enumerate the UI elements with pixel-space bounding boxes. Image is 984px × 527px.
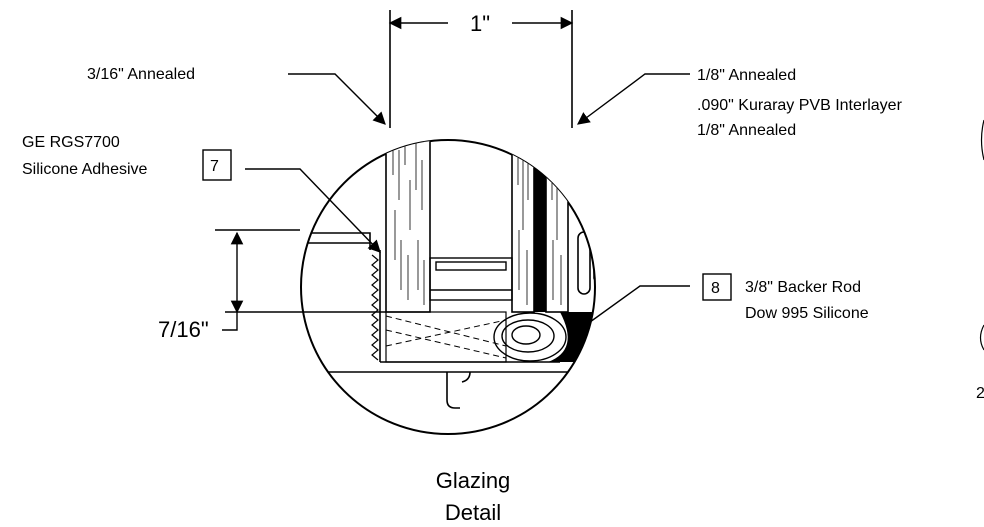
title-line-2: Detail — [445, 500, 501, 525]
backer-rod — [493, 312, 567, 362]
backer-tag-box — [702, 273, 732, 301]
outer-lite-label: 3/16" Annealed — [87, 66, 195, 83]
edge-fragment-text: 2 — [976, 385, 984, 402]
backer-tag: 8 — [711, 280, 720, 297]
height-dimension: 7/16" — [158, 229, 386, 342]
title-line-1: Glazing — [436, 468, 511, 493]
adhesive-tag-box — [202, 149, 232, 181]
width-dimension: 1" — [388, 10, 574, 128]
detail-circle — [300, 139, 596, 435]
interlayer-label: .090" Kuraray PVB Interlayer — [697, 97, 903, 114]
adhesive-label-1: GE RGS7700 — [22, 134, 120, 151]
width-dimension-label: 1" — [470, 11, 490, 36]
edge-arc-bottom — [979, 324, 984, 351]
backer-label-2: Dow 995 Silicone — [745, 305, 869, 322]
adhesive-tag: 7 — [210, 158, 219, 175]
section-geometry — [301, 140, 595, 409]
edge-arc-top — [980, 119, 984, 161]
adhesive-label-2: Silicone Adhesive — [22, 161, 148, 178]
pvb-interlayer — [534, 140, 546, 312]
inner-lite-1-label: 1/8" Annealed — [697, 67, 796, 84]
inner-lite-2-label: 1/8" Annealed — [697, 122, 796, 139]
backer-label-1: 3/8" Backer Rod — [745, 279, 861, 296]
height-dimension-label: 7/16" — [158, 317, 209, 342]
